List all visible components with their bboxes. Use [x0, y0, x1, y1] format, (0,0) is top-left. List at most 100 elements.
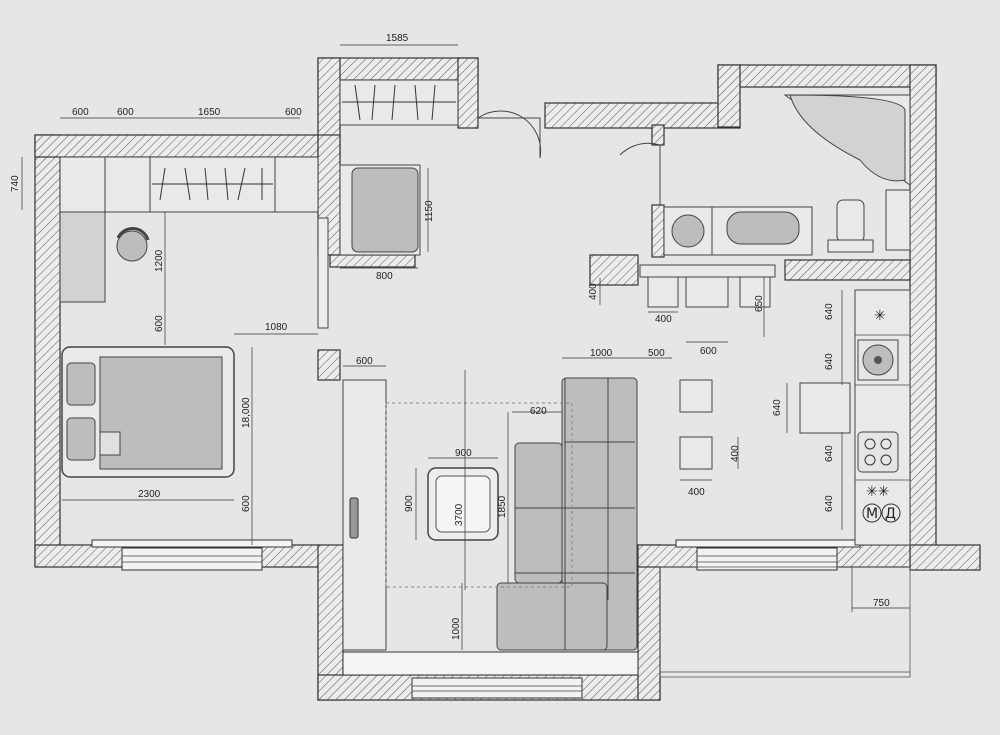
dim-sofa-620: 620: [530, 406, 547, 417]
living-room: [342, 377, 638, 651]
wall-bath-bottom-left: [589, 254, 639, 286]
balcony: [659, 566, 911, 678]
dimension-labels: 600 600 1650 600 1585 740 1150 800 1200 …: [10, 33, 890, 640]
kitchen-worktop: [854, 289, 911, 546]
dim-chair-1200: 1200: [154, 249, 165, 272]
dim-bed-2300: 2300: [138, 489, 161, 500]
heated-rail: [885, 189, 911, 251]
wall-bath-bottom-right: [784, 259, 911, 281]
rug: [385, 402, 573, 588]
dim-wardrobe-800: 800: [376, 271, 393, 282]
wall-corridor-top: [317, 57, 479, 81]
tv: [349, 497, 359, 539]
dim-top-600-b: 600: [117, 107, 134, 118]
dim-kitchen-400-v: 400: [588, 283, 599, 300]
pillow-2: [66, 417, 96, 461]
dim-sofa-1000: 1000: [590, 348, 613, 359]
sofa: [496, 377, 638, 651]
wall-bath-step: [717, 64, 741, 128]
dim-bottom-1000: 1000: [451, 617, 462, 640]
cooktop-round: [857, 339, 899, 381]
dim-top-600-a: 600: [72, 107, 89, 118]
dishwasher-icon: Д: [881, 503, 901, 523]
dim-left-740: 740: [10, 175, 21, 192]
dim-top-1650: 1650: [198, 107, 221, 118]
bathtub: [789, 94, 906, 182]
fridge: [799, 382, 851, 434]
window-kitchen: [675, 539, 861, 571]
dim-stool-400-v: 400: [730, 445, 741, 462]
dim-bed-1080: 1080: [265, 322, 288, 333]
dim-kitchen-640-4: 640: [824, 495, 835, 512]
hangers-corridor: [342, 84, 456, 121]
dim-bed-18000: 18,000: [241, 397, 252, 428]
wall-bath-door-jamb: [651, 124, 665, 146]
kitchen-stool-1: [679, 379, 713, 413]
dim-kitchen-640-2: 640: [824, 353, 835, 370]
bedroom: [59, 156, 319, 478]
hangers-bedroom: [152, 167, 273, 201]
coffee-table: [427, 467, 499, 541]
dim-top-600-c: 600: [285, 107, 302, 118]
dim-stool-400-h: 400: [688, 487, 705, 498]
dim-hall-3700: 3700: [454, 503, 465, 526]
double-freezer-icon: ✳✳: [866, 484, 889, 500]
dim-bedroom-600: 600: [154, 315, 165, 332]
dim-kitchen-400: 400: [655, 314, 672, 325]
sink: [726, 211, 800, 245]
wall-bedroom-left: [34, 134, 61, 566]
svg-text:Д: Д: [885, 506, 896, 522]
wall-bedroom-top: [34, 134, 321, 158]
kitchen: ✳ ✳✳ М Д: [639, 264, 911, 546]
sofa-seat: [514, 442, 563, 584]
dim-bed-600: 600: [241, 495, 252, 512]
dresser: [351, 167, 419, 253]
door-bathroom: [619, 142, 661, 205]
dim-table-900-h: 900: [455, 448, 472, 459]
bedroom-cabinet-3: [274, 156, 319, 213]
bar-counter: [639, 264, 776, 278]
walls: [34, 57, 981, 701]
wall-bath-lower: [651, 204, 665, 258]
windows: [91, 539, 861, 699]
freezer-icon: ✳: [874, 308, 886, 324]
bar-stool-1: [647, 276, 679, 308]
dim-wardrobe-1150: 1150: [424, 200, 435, 222]
dim-hall-600: 600: [356, 356, 373, 367]
microwave-icon: М: [862, 503, 882, 523]
dim-kitchen-640-1: 640: [824, 303, 835, 320]
dim-kitchen-650: 650: [754, 295, 765, 312]
sofa-corner: [496, 582, 608, 651]
armchair: [116, 227, 150, 262]
wall-living-right: [637, 544, 661, 701]
tv-cabinet: [342, 379, 387, 651]
dim-balcony-750: 750: [873, 598, 890, 609]
desk: [59, 211, 106, 303]
window-living: [342, 651, 639, 699]
washing-machine: [671, 214, 705, 248]
bar-stool-3: [739, 276, 771, 308]
corridor-wardrobe: [317, 79, 661, 329]
dim-kitchen-640-3: 640: [824, 445, 835, 462]
wall-wardrobe-bottom: [329, 254, 416, 268]
dim-table-900-v: 900: [404, 495, 415, 512]
hob: [857, 431, 899, 473]
bathroom: [663, 94, 911, 256]
toilet: [827, 199, 874, 253]
svg-text:М: М: [866, 506, 878, 522]
pillow-1: [66, 362, 96, 406]
bedroom-cabinet-2: [104, 156, 151, 213]
wall-right-bottom: [909, 544, 981, 571]
door-entrance: [477, 110, 542, 159]
wall-partition-mid: [317, 349, 341, 381]
window-bedroom: [91, 539, 293, 571]
wall-bath-upper-top: [717, 64, 937, 88]
dim-sofa-500: 500: [648, 348, 665, 359]
dim-corridor-1585: 1585: [386, 33, 409, 44]
bar-stool-2: [685, 276, 729, 308]
wall-right: [909, 64, 937, 556]
wall-bath-top: [544, 102, 741, 129]
bed: [61, 346, 235, 478]
dimension-lines: [21, 44, 910, 650]
